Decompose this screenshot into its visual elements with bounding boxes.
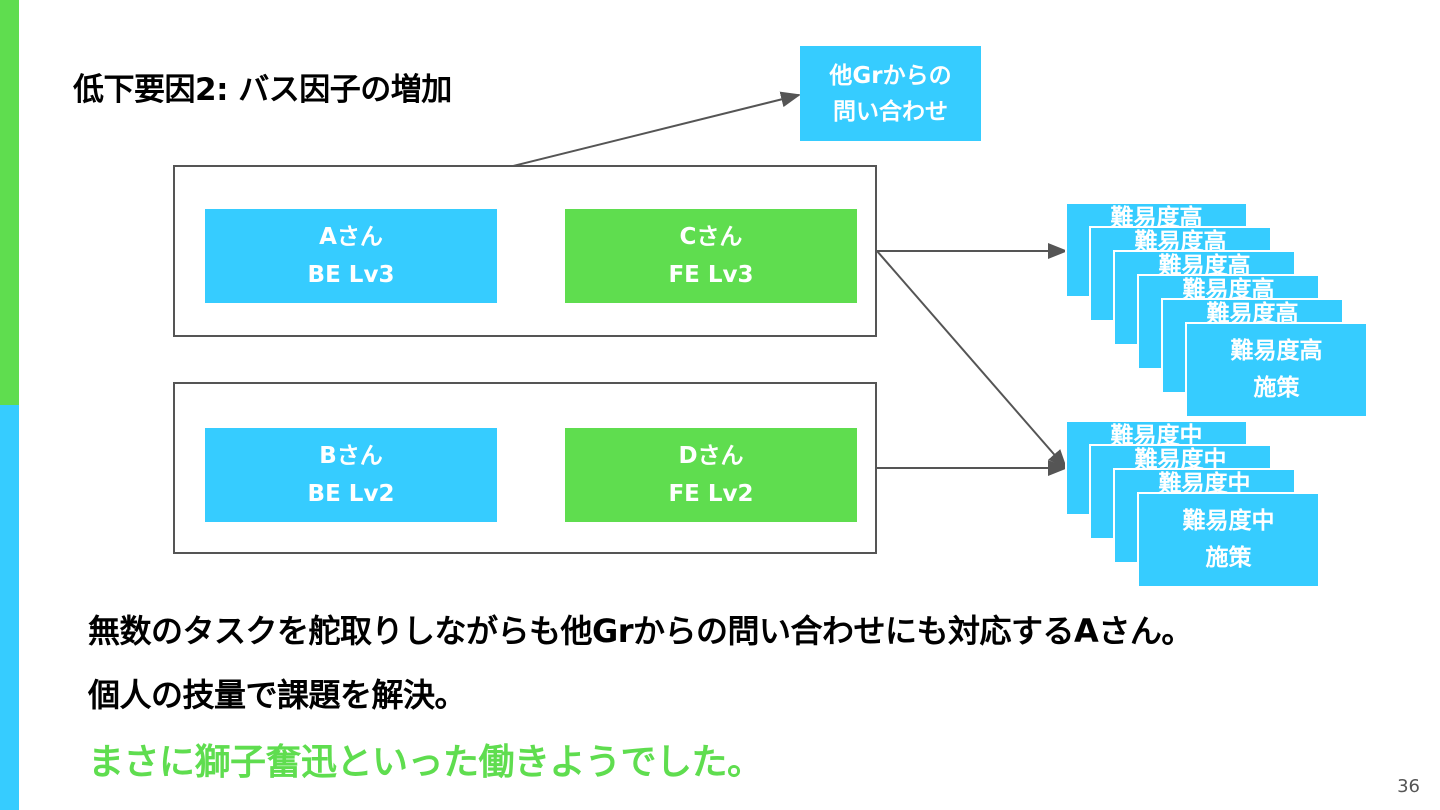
- member-card-d: Dさん FE Lv2: [565, 428, 857, 522]
- task-line2: 施策: [1253, 375, 1300, 401]
- member-card-a: Aさん BE Lv3: [205, 209, 497, 303]
- inquiry-box: 他Grからの 問い合わせ: [800, 46, 981, 141]
- member-name: Aさん: [319, 224, 383, 250]
- page-number: 36: [1397, 776, 1420, 797]
- inquiry-line2: 問い合わせ: [833, 98, 948, 125]
- task-line1: 難易度高: [1230, 338, 1323, 364]
- member-level: FE Lv3: [668, 262, 754, 288]
- accent-bar-blue: [0, 405, 19, 810]
- member-name: Dさん: [678, 443, 744, 469]
- highlight-line: まさに獅子奮迅といった働きようでした。: [88, 742, 763, 783]
- slide-title: 低下要因2: バス因子の増加: [73, 72, 452, 108]
- member-card-c: Cさん FE Lv3: [565, 209, 857, 303]
- member-level: BE Lv3: [307, 262, 395, 288]
- inquiry-line1: 他Grからの: [829, 62, 952, 89]
- member-level: BE Lv2: [307, 481, 395, 507]
- task-line1: 難易度中: [1182, 508, 1275, 534]
- high-task-card-front: 難易度高 施策: [1185, 322, 1368, 418]
- member-card-b: Bさん BE Lv2: [205, 428, 497, 522]
- member-name: Cさん: [679, 224, 743, 250]
- task-line2: 施策: [1205, 545, 1252, 571]
- accent-bar-green: [0, 0, 19, 405]
- member-level: FE Lv2: [668, 481, 754, 507]
- mid-task-card-front: 難易度中 施策: [1137, 492, 1320, 588]
- body-line-1: 無数のタスクを舵取りしながらも他Grからの問い合わせにも対応するAさん。: [88, 612, 1193, 650]
- arrow-top-to-mid: [876, 250, 1068, 470]
- member-name: Bさん: [319, 443, 383, 469]
- body-line-2: 個人の技量で課題を解決。: [88, 676, 467, 714]
